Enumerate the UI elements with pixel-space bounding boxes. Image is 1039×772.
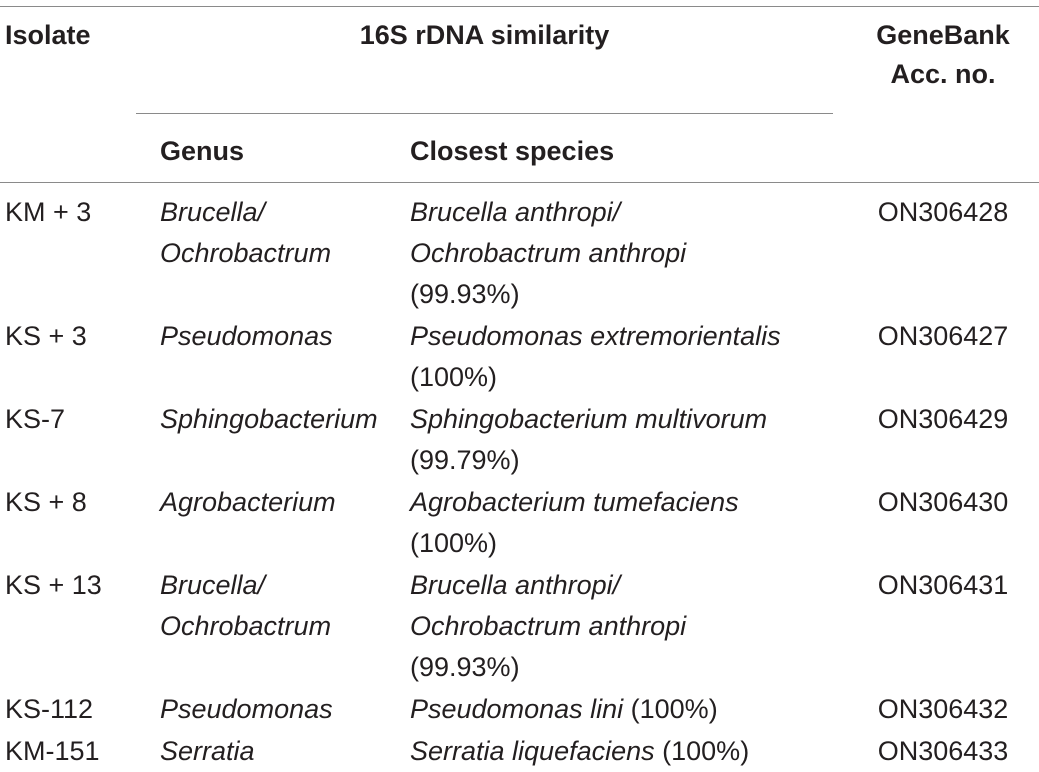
- isolate-cell: KM-151: [5, 736, 100, 766]
- genus-cell: Brucella/: [160, 570, 266, 600]
- group-header-rule: [136, 113, 833, 114]
- species-cell: (99.93%): [410, 274, 520, 315]
- genus-cell: Ochrobactrum: [160, 611, 332, 641]
- isolate-cell: KS + 8: [5, 487, 87, 517]
- similarity-value: (99.93%): [410, 652, 520, 682]
- species-cell: Ochrobactrum anthropi: [410, 606, 686, 647]
- accession-cell: ON306427: [877, 321, 1009, 351]
- species-cell: (99.79%): [410, 440, 520, 481]
- header-closest-species: Closest species: [410, 136, 615, 166]
- species-cell: (100%): [410, 523, 497, 564]
- species-cell: Sphingobacterium multivorum: [410, 399, 767, 440]
- species-cell: Ochrobactrum anthropi: [410, 233, 686, 274]
- accession-cell: ON306429: [877, 404, 1009, 434]
- species-cell: Pseudomonas lini (100%): [410, 689, 718, 730]
- genus-cell: Agrobacterium: [160, 487, 336, 517]
- species-cell: Brucella anthropi/: [410, 565, 620, 606]
- species-cell: (100%): [410, 357, 497, 398]
- species-cell: Pseudomonas extremorientalis: [410, 316, 781, 357]
- species-cell: Serratia liquefaciens (100%): [410, 731, 749, 772]
- accession-cell: ON306432: [877, 694, 1009, 724]
- species-name: Pseudomonas lini: [410, 694, 624, 724]
- isolate-cell: KS + 13: [5, 570, 102, 600]
- similarity-value: (100%): [654, 736, 750, 766]
- accession-cell: ON306428: [877, 197, 1009, 227]
- similarity-value: (100%): [410, 362, 498, 392]
- species-cell: Brucella anthropi/: [410, 192, 620, 233]
- genus-cell: Brucella/: [160, 197, 266, 227]
- species-name: Ochrobactrum anthropi: [410, 238, 687, 268]
- isolate-cell: KS-112: [5, 694, 94, 724]
- similarity-value: (100%): [410, 528, 498, 558]
- similarity-value: (100%): [623, 694, 718, 724]
- species-name: Brucella anthropi/: [410, 197, 621, 227]
- header-16s-similarity: 16S rDNA similarity: [359, 20, 610, 50]
- species-name: Serratia liquefaciens: [410, 736, 655, 766]
- species-name: Sphingobacterium multivorum: [410, 404, 768, 434]
- accession-cell: ON306430: [877, 487, 1009, 517]
- genus-cell: Pseudomonas: [160, 694, 333, 724]
- header-bottom-rule: [0, 182, 1039, 183]
- isolate-cell: KS + 3: [5, 321, 87, 351]
- isolate-cell: KM + 3: [5, 197, 92, 227]
- header-accession-line1: GeneBank: [876, 20, 1010, 50]
- isolate-cell: KS-7: [5, 404, 66, 434]
- header-genus: Genus: [160, 136, 245, 166]
- species-cell: Agrobacterium tumefaciens: [410, 482, 739, 523]
- similarity-value: (99.93%): [410, 279, 520, 309]
- header-accession-line2: Acc. no.: [890, 59, 996, 89]
- top-rule: [0, 6, 1039, 7]
- similarity-value: (99.79%): [410, 445, 520, 475]
- accession-cell: ON306433: [877, 736, 1009, 766]
- species-name: Pseudomonas extremorientalis: [410, 321, 781, 351]
- genus-cell: Ochrobactrum: [160, 238, 332, 268]
- accession-cell: ON306431: [877, 570, 1009, 600]
- species-name: Ochrobactrum anthropi: [410, 611, 687, 641]
- species-cell: (99.93%): [410, 647, 520, 688]
- genus-cell: Serratia: [160, 736, 255, 766]
- species-name: Agrobacterium tumefaciens: [410, 487, 739, 517]
- header-isolate: Isolate: [5, 20, 91, 50]
- species-name: Brucella anthropi/: [410, 570, 621, 600]
- genus-cell: Pseudomonas: [160, 321, 333, 351]
- genus-cell: Sphingobacterium: [160, 404, 378, 434]
